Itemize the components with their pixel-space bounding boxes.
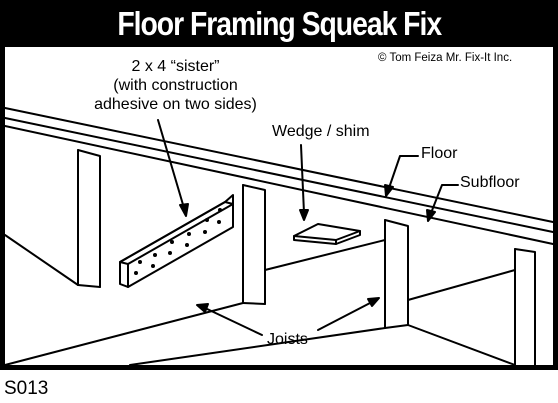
- sister-nail-holes: [134, 208, 222, 275]
- floor-subfloor-boards: [4, 107, 554, 245]
- arrows-to-joists: [196, 297, 380, 336]
- wedge-shim-label: Wedge / shim: [272, 123, 370, 140]
- joist-middle: [4, 184, 266, 366]
- joists-label: Joists: [267, 331, 308, 348]
- leader-arrows: [157, 119, 459, 336]
- page-title: Floor Framing Squeak Fix: [117, 4, 442, 42]
- subfloor-bottom-edge: [4, 125, 554, 245]
- sister-label-line-2: (with construction: [113, 77, 238, 94]
- sister-label-line-1: 2 x 4 “sister”: [131, 58, 220, 75]
- copyright-notice: © Tom Feiza Mr. Fix-It Inc.: [378, 52, 513, 64]
- title-bar: Floor Framing Squeak Fix: [0, 0, 558, 47]
- floor-subfloor-seam: [4, 117, 554, 233]
- floor-label: Floor: [421, 145, 458, 162]
- joist-far-right: [407, 248, 536, 366]
- arrow-to-floor: [384, 155, 419, 197]
- wedge-shim: [293, 223, 361, 245]
- arrow-to-wedge: [299, 144, 309, 221]
- figure-code: S013: [4, 378, 49, 399]
- arrow-to-subfloor: [426, 184, 459, 222]
- sister-label-line-3: adhesive on two sides): [94, 96, 257, 113]
- arrow-to-sister: [157, 119, 189, 217]
- sister-block: [119, 194, 234, 288]
- floor-top-edge: [4, 107, 554, 223]
- subfloor-label: Subfloor: [460, 174, 520, 191]
- illustration-frame: [0, 47, 558, 370]
- joist-right: [129, 219, 409, 366]
- joist-left: [4, 149, 101, 288]
